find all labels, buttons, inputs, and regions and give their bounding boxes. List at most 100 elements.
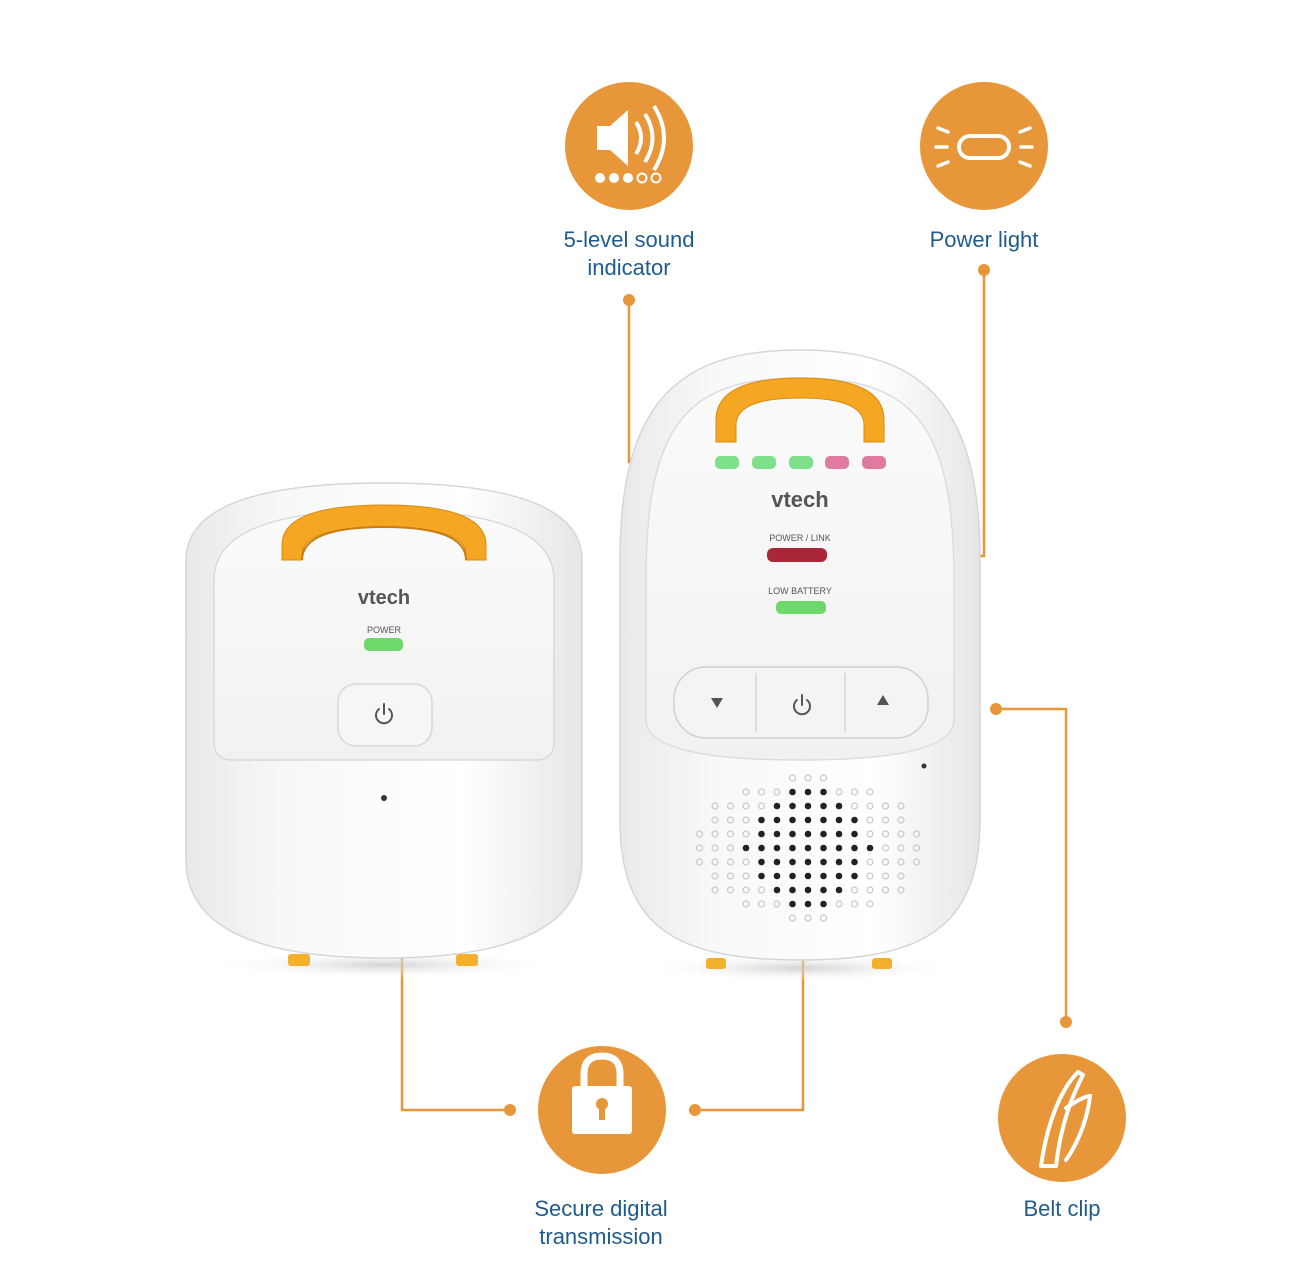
parent-power-icon[interactable] bbox=[793, 694, 811, 716]
grille-hole bbox=[835, 886, 843, 894]
grille-hole bbox=[881, 872, 890, 880]
baby-unit bbox=[185, 482, 583, 979]
grille-hole bbox=[912, 830, 921, 838]
grille-hole bbox=[789, 802, 796, 810]
padlock-icon bbox=[538, 1046, 666, 1174]
grille-hole bbox=[757, 802, 766, 810]
grille-hole bbox=[711, 886, 719, 894]
grille-hole bbox=[711, 816, 719, 824]
grille-hole bbox=[835, 858, 843, 866]
grille-hole bbox=[866, 858, 874, 866]
grille-hole bbox=[773, 830, 781, 838]
parent-brand-logo: vtech bbox=[771, 487, 828, 512]
grille-hole bbox=[773, 858, 781, 866]
grille-hole bbox=[789, 788, 796, 796]
sound-level-leds bbox=[715, 456, 886, 469]
grille-hole bbox=[820, 802, 827, 810]
grille-hole bbox=[726, 830, 735, 838]
secure-transmission-label: Secure digital transmission bbox=[534, 1196, 668, 1249]
grille-hole bbox=[819, 774, 828, 782]
grille-hole bbox=[835, 830, 843, 838]
grille-hole bbox=[726, 872, 735, 880]
grille-hole bbox=[912, 844, 921, 852]
power-light-icon bbox=[920, 82, 1048, 210]
grille-hole bbox=[804, 830, 812, 838]
grille-hole bbox=[804, 802, 812, 810]
grille-hole bbox=[850, 886, 859, 894]
baby-brand-logo: vtech bbox=[358, 587, 410, 609]
grille-hole bbox=[726, 886, 735, 894]
parent-unit bbox=[619, 349, 981, 982]
grille-hole bbox=[897, 886, 905, 894]
low-battery-label: LOW BATTERY bbox=[768, 586, 832, 596]
volume-down-icon[interactable] bbox=[711, 698, 723, 708]
volume-up-icon[interactable] bbox=[877, 695, 889, 705]
grille-hole bbox=[851, 816, 858, 824]
grille-hole bbox=[820, 830, 827, 838]
grille-hole bbox=[881, 858, 890, 866]
baby-power-button[interactable] bbox=[337, 683, 433, 747]
grille-hole bbox=[804, 872, 812, 880]
grille-hole bbox=[866, 872, 874, 880]
grille-hole bbox=[789, 886, 796, 894]
grille-hole bbox=[726, 858, 735, 866]
grille-hole bbox=[851, 830, 858, 838]
grille-hole bbox=[804, 858, 812, 866]
grille-hole bbox=[820, 788, 827, 796]
grille-hole bbox=[850, 900, 859, 908]
grille-hole bbox=[850, 788, 859, 796]
grille-hole bbox=[820, 844, 827, 852]
baby-power-label: POWER bbox=[367, 625, 402, 635]
power-link-led bbox=[767, 548, 827, 562]
grille-hole bbox=[758, 816, 765, 824]
grille-hole bbox=[850, 802, 859, 810]
grille-hole bbox=[835, 844, 843, 852]
grille-hole bbox=[695, 858, 704, 866]
grille-hole bbox=[866, 802, 874, 810]
sound-indicator-label: 5-level sound indicator bbox=[563, 227, 695, 280]
grille-hole bbox=[804, 788, 812, 796]
grille-hole bbox=[789, 858, 796, 866]
grille-hole bbox=[742, 816, 750, 824]
grille-hole bbox=[757, 788, 766, 796]
grille-hole bbox=[789, 844, 796, 852]
speaker-volume-icon bbox=[565, 82, 693, 210]
grille-hole bbox=[851, 844, 858, 852]
grille-hole bbox=[835, 816, 843, 824]
grille-hole bbox=[758, 872, 765, 880]
grille-hole bbox=[897, 802, 905, 810]
belt-clip-connector bbox=[996, 707, 1068, 1022]
grille-hole bbox=[742, 844, 750, 852]
grille-hole bbox=[711, 830, 719, 838]
grille-hole bbox=[742, 830, 750, 838]
grille-hole bbox=[804, 844, 812, 852]
grille-hole bbox=[789, 830, 796, 838]
grille-hole bbox=[773, 886, 781, 894]
grille-hole bbox=[897, 858, 905, 866]
grille-hole bbox=[897, 844, 905, 852]
grille-hole bbox=[881, 802, 890, 810]
grille-hole bbox=[835, 788, 843, 796]
grille-hole bbox=[881, 886, 890, 894]
grille-hole bbox=[773, 788, 781, 796]
grille-hole bbox=[757, 900, 766, 908]
speaker-grille bbox=[695, 774, 921, 922]
grille-hole bbox=[789, 816, 796, 824]
grille-hole bbox=[742, 886, 750, 894]
grille-hole bbox=[866, 816, 874, 824]
grille-hole bbox=[866, 830, 874, 838]
grille-hole bbox=[695, 844, 704, 852]
grille-hole bbox=[742, 788, 750, 796]
grille-hole bbox=[773, 844, 781, 852]
grille-hole bbox=[820, 872, 827, 880]
grille-hole bbox=[788, 774, 797, 782]
grille-hole bbox=[773, 802, 781, 810]
grille-hole bbox=[881, 816, 890, 824]
grille-hole bbox=[711, 844, 719, 852]
grille-hole bbox=[835, 872, 843, 880]
grille-hole bbox=[773, 900, 781, 908]
grille-hole bbox=[758, 858, 765, 866]
grille-hole bbox=[788, 914, 797, 922]
grille-hole bbox=[804, 900, 812, 908]
